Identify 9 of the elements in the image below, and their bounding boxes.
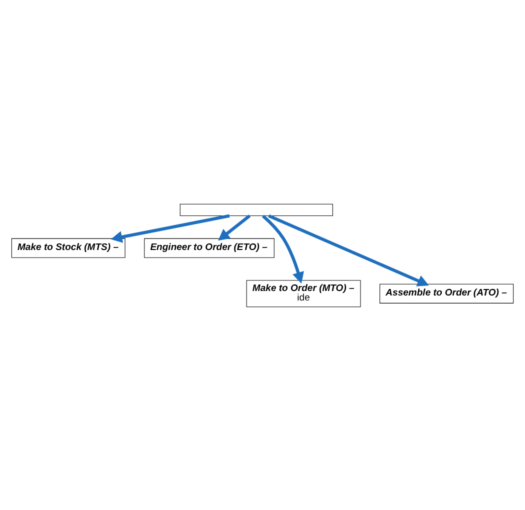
node-box: Make to Order (MTO) – ide bbox=[246, 280, 361, 307]
arrow bbox=[110, 214, 230, 242]
arrow bbox=[262, 214, 304, 284]
node-box: Make to Stock (MTS) – bbox=[11, 238, 126, 258]
arrow bbox=[268, 214, 429, 286]
node-box: Engineer to Order (ETO) – bbox=[144, 238, 274, 258]
node-box: Assemble to Order (ATO) – bbox=[380, 283, 514, 303]
node-box bbox=[180, 203, 333, 216]
arrow bbox=[218, 214, 251, 240]
